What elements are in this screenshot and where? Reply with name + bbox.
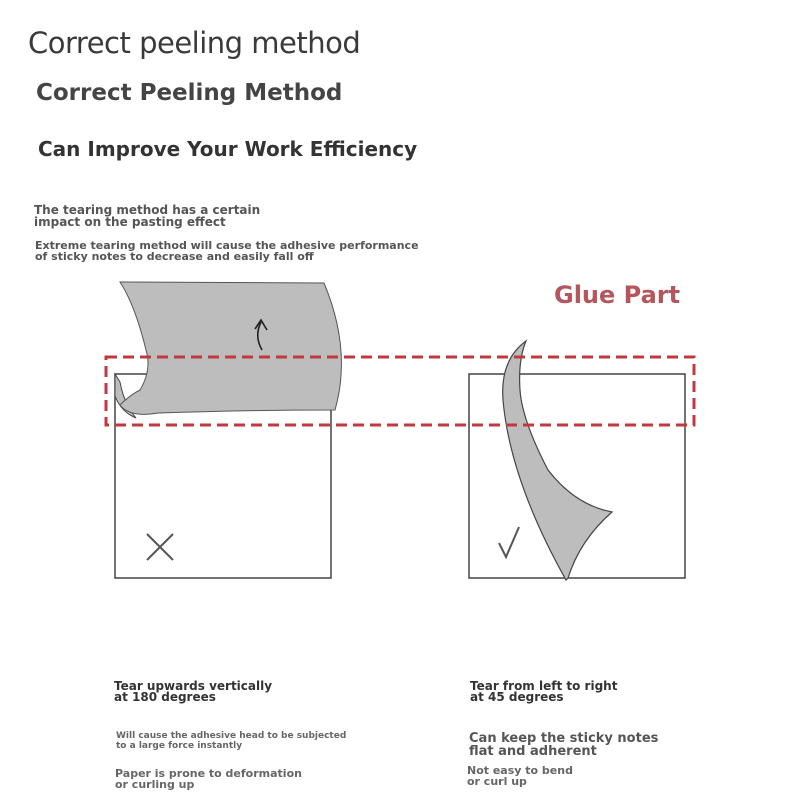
section-heading: Correct Peeling Method bbox=[36, 80, 343, 106]
right-result-line1: Not easy to bend bbox=[467, 764, 573, 777]
glue-part-outline bbox=[104, 355, 696, 427]
wrong-note-curl bbox=[114, 372, 137, 419]
tearing-note-line2: impact on the pasting effect bbox=[34, 215, 226, 229]
left-caption-title: Tear upwards vertically at 180 degrees bbox=[114, 679, 273, 704]
extreme-tearing-note: Extreme tearing method will cause the ad… bbox=[35, 240, 419, 262]
left-title-line2: at 180 degrees bbox=[114, 690, 216, 704]
right-caption-result: Not easy to bend or curl up bbox=[467, 765, 573, 787]
wrong-peeled-flap bbox=[119, 281, 342, 415]
check-mark-icon bbox=[498, 526, 520, 560]
right-caption-detail: Can keep the sticky notes flat and adher… bbox=[469, 732, 658, 758]
right-title-line1: Tear from left to right bbox=[470, 679, 618, 693]
right-caption-title: Tear from left to right at 45 degrees bbox=[470, 679, 618, 704]
arrow-head-icon bbox=[254, 318, 268, 331]
extreme-note-line1: Extreme tearing method will cause the ad… bbox=[35, 239, 419, 252]
left-detail-line1: Will cause the adhesive head to be subje… bbox=[116, 731, 347, 741]
left-result-line1: Paper is prone to deformation bbox=[115, 767, 302, 780]
curved-arrow-icon bbox=[256, 321, 263, 351]
section-subheading: Can Improve Your Work Efficiency bbox=[38, 137, 418, 161]
left-caption-result: Paper is prone to deformation or curling… bbox=[115, 768, 302, 790]
tearing-note: The tearing method has a certain impact … bbox=[34, 204, 260, 228]
tearing-note-line1: The tearing method has a certain bbox=[34, 203, 261, 217]
left-title-line1: Tear upwards vertically bbox=[114, 679, 273, 693]
right-result-line2: or curl up bbox=[467, 775, 527, 788]
left-result-line2: or curling up bbox=[115, 778, 195, 791]
right-title-line2: at 45 degrees bbox=[470, 690, 564, 704]
extreme-note-line2: of sticky notes to decrease and easily f… bbox=[35, 250, 314, 263]
right-detail-line2: flat and adherent bbox=[469, 744, 597, 759]
right-detail-line1: Can keep the sticky notes bbox=[469, 731, 659, 746]
cross-mark-icon bbox=[146, 533, 174, 561]
right-peeled-flap bbox=[502, 339, 614, 581]
left-detail-line2: to a large force instantly bbox=[116, 741, 243, 751]
page-title: Correct peeling method bbox=[28, 26, 361, 60]
left-caption-detail: Will cause the adhesive head to be subje… bbox=[116, 731, 346, 751]
glue-part-label: Glue Part bbox=[554, 281, 681, 309]
